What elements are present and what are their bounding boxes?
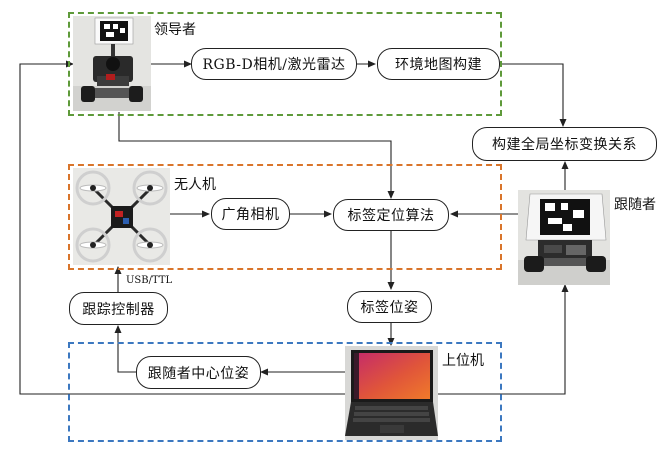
arrow-laptop-to-follower [438,284,569,395]
arrow-laptop-to-leader [19,60,345,395]
arrow-leader-to-localization [118,112,395,199]
env-map-node: 环境地图构建 [377,48,500,80]
host-group-box [68,342,502,442]
tag-pose-node: 标签位姿 [347,291,432,323]
uav-label: 无人机 [174,177,216,193]
follower-center-pose-node-text: 跟随者中心位姿 [147,365,250,382]
usb-ttl-label: USB/TTL [126,275,173,286]
drone-photo [73,168,170,265]
uav-group-box [68,164,502,270]
env-map-node-text: 环境地图构建 [395,57,482,73]
follower-robot-photo [518,190,610,285]
tracking-controller-node-text: 跟踪控制器 [82,301,155,318]
wide-camera-node-text: 广角相机 [221,207,280,223]
follower-label: 跟随者 [614,197,656,213]
arrow-map-to-global [500,63,567,127]
wide-camera-node: 广角相机 [211,198,290,230]
leader-label: 领导者 [154,22,196,38]
sensor-node-text: RGB-D相机/激光雷达 [202,57,346,73]
follower-center-pose-node: 跟随者中心位姿 [136,356,261,389]
arrow-center-pose-to-controller [114,325,136,373]
tracking-controller-node: 跟踪控制器 [69,292,168,325]
global-frame-node: 构建全局坐标变换关系 [472,127,657,161]
sensor-node: RGB-D相机/激光雷达 [191,48,357,80]
tag-localization-node: 标签定位算法 [333,199,449,231]
leader-robot-photo [73,16,151,111]
leader-group-box [68,12,502,116]
host-label: 上位机 [442,353,484,369]
tag-localization-node-text: 标签定位算法 [347,208,435,224]
laptop-photo [345,346,438,440]
global-frame-node-text: 构建全局坐标变换关系 [492,137,637,153]
tag-pose-node-text: 标签位姿 [360,300,419,316]
